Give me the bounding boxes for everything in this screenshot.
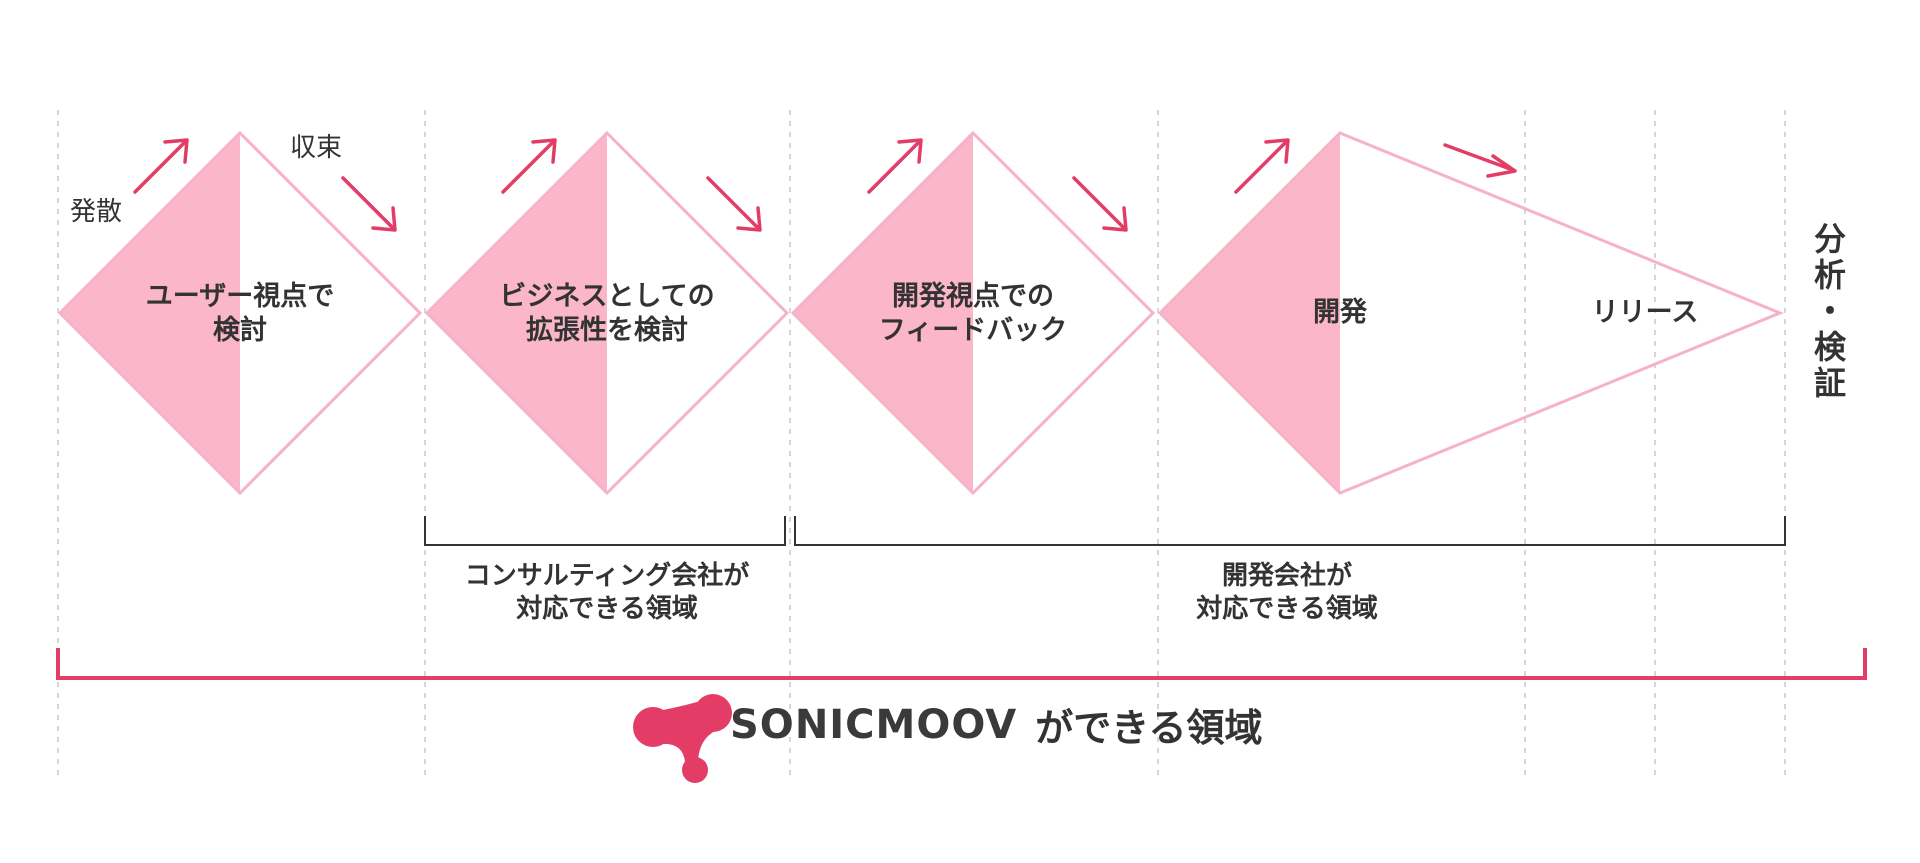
diverge-half-1	[60, 133, 240, 493]
converge-arrow-icon	[706, 176, 760, 230]
phase-label-line: ビジネスとしての	[499, 281, 715, 312]
diverge-arrowhead	[531, 138, 557, 164]
dev-company-bracket	[794, 516, 1786, 546]
diverge-half-2	[427, 133, 607, 493]
consulting-bracket	[424, 516, 786, 546]
diverge-arrowhead	[163, 138, 189, 164]
diamond-outline-3	[790, 130, 1156, 496]
phase-label-line: 検討	[213, 314, 267, 346]
analysis-verification-label: 分析・検証	[1809, 222, 1847, 402]
consulting-scope-label: コンサルティング会社が 対応できる領域	[465, 560, 749, 625]
release-label: リリース	[1591, 297, 1699, 328]
develop-label: 開発	[1313, 297, 1367, 328]
diverge-arrow-icon	[501, 140, 555, 194]
phase-label-line: ユーザー視点で	[145, 281, 335, 312]
brand-name: SONICMOOV	[730, 701, 1018, 748]
sonicmoov-logo-icon	[633, 694, 732, 783]
phase-label-dev-feedback: 開発視点での フィードバック	[879, 280, 1067, 348]
scope-label-line: 開発会社が	[1221, 561, 1353, 591]
release-arrowhead	[1486, 154, 1517, 178]
diamond-outline-1	[57, 130, 423, 496]
converge-arrowhead	[371, 206, 397, 232]
scope-label-line: 対応できる領域	[1196, 593, 1378, 624]
release-arrow-outline	[1157, 131, 1784, 495]
converge-arrowhead	[1102, 206, 1128, 232]
phase-label-line: 開発視点での	[892, 281, 1054, 312]
dev-company-scope-label: 開発会社が 対応できる領域	[1196, 560, 1377, 625]
phase-label-business: ビジネスとしての 拡張性を検討	[499, 280, 714, 348]
diverge-half-4	[1160, 133, 1340, 493]
diverge-arrow-icon	[133, 140, 187, 194]
brand-scope-text: ができる領域	[1035, 706, 1263, 750]
converge-arrowhead	[736, 206, 762, 232]
converge-arrow-icon	[1072, 176, 1126, 230]
release-arrow-icon	[1443, 143, 1515, 172]
phase-label-line: フィードバック	[878, 314, 1068, 346]
diverge-arrow-icon	[867, 140, 921, 194]
phase-label-user: ユーザー視点で 検討	[146, 280, 334, 348]
converge-label: 収束	[290, 133, 343, 163]
sonicmoov-scope-label: SONICMOOV ができる領域	[730, 697, 1262, 752]
diverge-label: 発散	[70, 197, 123, 227]
converge-arrow-icon	[341, 176, 395, 230]
scope-label-line: コンサルティング会社が	[464, 561, 750, 591]
diverge-arrowhead	[1264, 138, 1290, 164]
phase-label-line: 拡張性を検討	[525, 314, 688, 346]
sonicmoov-bracket	[56, 648, 1867, 680]
diverge-arrowhead	[897, 138, 923, 164]
scope-label-line: 対応できる領域	[516, 593, 698, 624]
diamond-outline-2	[424, 130, 790, 496]
diverge-half-3	[793, 133, 973, 493]
diverge-arrow-icon	[1234, 140, 1288, 194]
